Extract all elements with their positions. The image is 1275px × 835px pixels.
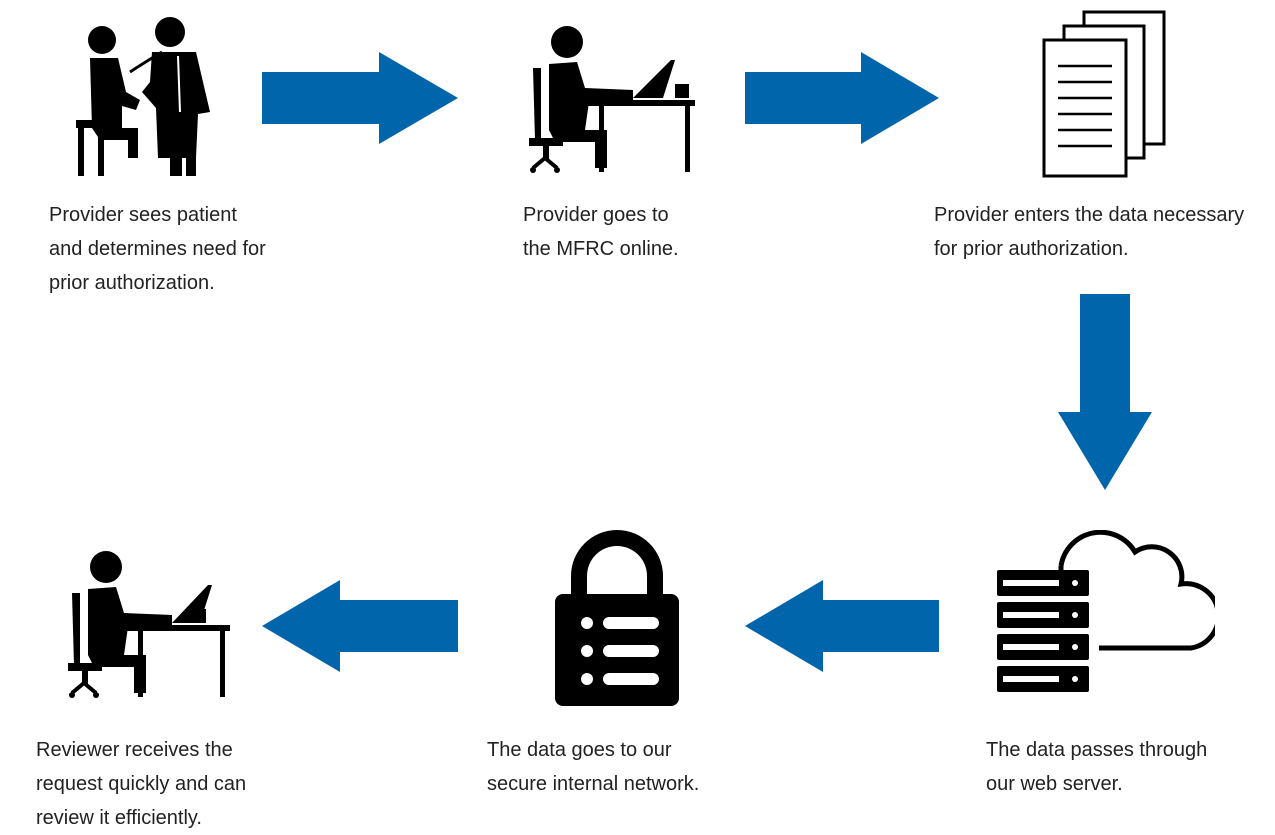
caption-step-1: Provider sees patient and determines nee…: [49, 204, 266, 294]
caption-step-3: Provider enters the data necessary for p…: [934, 204, 1245, 260]
reviewer-at-laptop-icon: [38, 525, 243, 713]
server-cloud-icon: [997, 530, 1215, 692]
doctor-patient-icon: [70, 8, 220, 178]
person-at-laptop-icon: [515, 8, 710, 178]
arrow-left-2: [262, 580, 458, 672]
arrow-right-2: [745, 52, 939, 144]
arrow-right-1: [262, 52, 458, 144]
arrow-left-1: [745, 580, 939, 672]
caption-step-4: The data passes through our web server.: [986, 739, 1208, 795]
padlock-icon: [555, 530, 679, 706]
caption-step-5: The data goes to our secure internal net…: [487, 739, 700, 795]
documents-icon: [1042, 10, 1166, 178]
arrow-down: [1058, 294, 1152, 490]
caption-step-2: Provider goes to the MFRC online.: [523, 204, 679, 260]
caption-step-6: Reviewer receives the request quickly an…: [36, 739, 247, 829]
